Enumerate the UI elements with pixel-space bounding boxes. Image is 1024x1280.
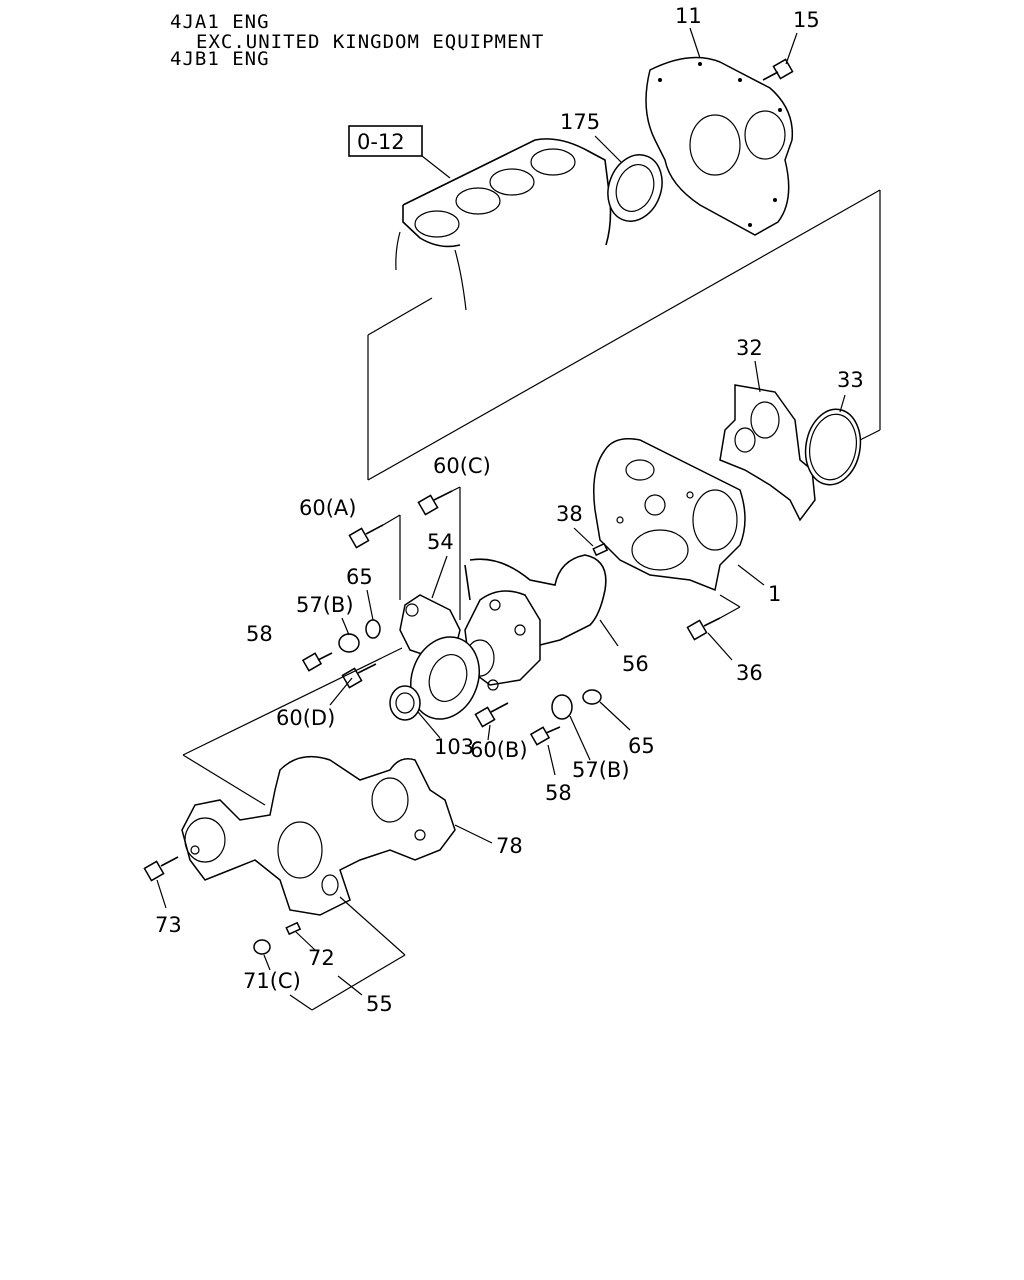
oil-seal-103-part[interactable] xyxy=(389,685,441,739)
callout-71c: 71(C) xyxy=(243,969,301,993)
callout-58-lower: 58 xyxy=(545,781,572,805)
callout-11: 11 xyxy=(675,4,702,28)
callout-58-upper: 58 xyxy=(246,622,273,646)
callout-55: 55 xyxy=(366,992,393,1016)
bolt-73-part[interactable] xyxy=(143,856,179,882)
callout-60b: 60(B) xyxy=(470,738,528,762)
timing-cover-78-part[interactable] xyxy=(181,755,456,916)
bolt-60b-part[interactable] xyxy=(474,702,509,728)
washer-57b-lower-part[interactable] xyxy=(551,694,573,720)
callout-65-lower: 65 xyxy=(628,734,655,758)
leader-lines xyxy=(156,27,846,996)
callout-57b-upper: 57(B) xyxy=(296,593,354,617)
bracket-55-lines xyxy=(289,896,406,1011)
bolt-15-part[interactable] xyxy=(762,58,794,81)
callout-103: 103 xyxy=(434,735,474,759)
callout-1: 1 xyxy=(768,582,781,606)
plug-58a-part[interactable] xyxy=(301,652,333,672)
o-ring-33-part[interactable] xyxy=(800,405,866,489)
header-engine-line-2: 4JB1 ENG xyxy=(170,48,270,70)
gasket-32-part[interactable] xyxy=(719,384,816,522)
gasket-65-lower-part[interactable] xyxy=(582,689,602,705)
callout-65-upper: 65 xyxy=(346,565,373,589)
callout-38: 38 xyxy=(556,502,583,526)
washer-57b-upper-part[interactable] xyxy=(338,633,360,653)
callout-175: 175 xyxy=(560,110,600,134)
header-exclusion-line: EXC.UNITED KINGDOM EQUIPMENT xyxy=(196,31,545,53)
callout-60a: 60(A) xyxy=(299,496,356,520)
end-plate-part[interactable] xyxy=(645,56,794,236)
gear-case-part[interactable] xyxy=(593,438,746,592)
callout-54: 54 xyxy=(427,530,454,554)
bolt-36-part[interactable] xyxy=(686,594,741,641)
plug-58b-part[interactable] xyxy=(529,726,561,746)
seal-ring-56-part[interactable] xyxy=(464,554,607,646)
callout-60d: 60(D) xyxy=(276,706,335,730)
plate-ring-part[interactable] xyxy=(400,627,491,729)
callout-72: 72 xyxy=(308,946,335,970)
ref-box-label: 0-12 xyxy=(357,130,405,154)
ref-box-0-12[interactable]: 0-12 xyxy=(348,125,451,179)
cylinder-block-drawing xyxy=(395,138,612,311)
gasket-65-upper-part[interactable] xyxy=(365,619,381,639)
minor-bracket-lines xyxy=(382,486,461,620)
bolt-60a-part[interactable] xyxy=(348,524,384,549)
callout-33: 33 xyxy=(837,368,864,392)
callout-73: 73 xyxy=(155,913,182,937)
callout-32: 32 xyxy=(736,336,763,360)
lower-group-bracket xyxy=(182,647,403,806)
callout-57b-lower: 57(B) xyxy=(572,758,630,782)
header-engine-line-1: 4JA1 ENG xyxy=(170,11,270,33)
callout-78: 78 xyxy=(496,834,523,858)
callout-56: 56 xyxy=(622,652,649,676)
callout-36: 36 xyxy=(736,661,763,685)
pin-72-part[interactable] xyxy=(285,921,302,936)
plug-71c-part[interactable] xyxy=(253,939,271,955)
bolt-60c-part[interactable] xyxy=(417,490,453,516)
callout-60c: 60(C) xyxy=(433,454,491,478)
callout-labels: 11 15 175 32 33 1 36 38 56 60(C) 60(A) 5… xyxy=(155,4,864,1016)
grouping-bracket-lines xyxy=(367,189,881,481)
callout-15: 15 xyxy=(793,8,820,32)
dowel-38-part[interactable] xyxy=(592,542,609,557)
oil-seal-part[interactable] xyxy=(599,147,671,229)
